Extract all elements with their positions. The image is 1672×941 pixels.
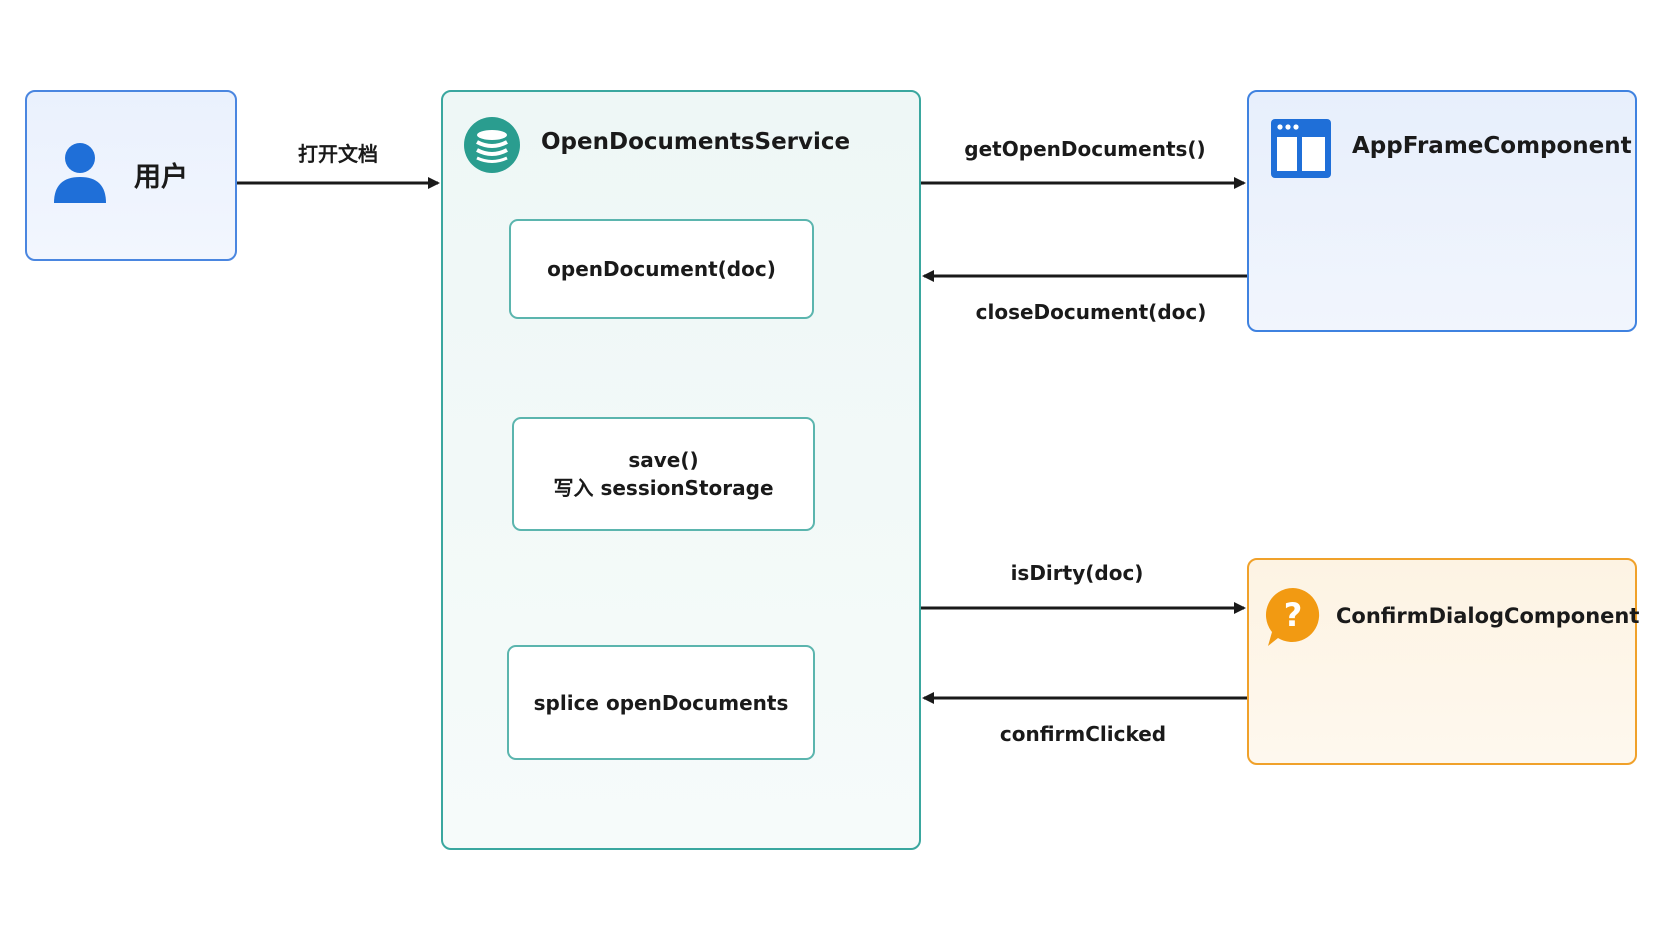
service-title: OpenDocumentsService (541, 129, 851, 155)
user-label: 用户 (134, 162, 188, 193)
user-icon (54, 143, 106, 203)
question-bubble-icon: ? (1265, 588, 1320, 646)
edge-label-is-dirty: isDirty(doc) (1010, 561, 1144, 585)
edge-label-get-open-documents: getOpenDocuments() (964, 137, 1206, 161)
method-open-document[interactable]: openDocument(doc) (509, 219, 814, 319)
edge-label-open-document-cn: 打开文档 (298, 142, 378, 166)
user-node[interactable] (25, 90, 237, 261)
database-icon (464, 117, 520, 173)
edge-label-close-document: closeDocument(doc) (975, 300, 1207, 324)
method-open-document-label: openDocument(doc) (547, 257, 776, 281)
method-save-label: save() (628, 448, 699, 472)
method-save-description: 写入 sessionStorage (553, 476, 774, 500)
appframe-title: AppFrameComponent (1352, 133, 1632, 159)
method-splice[interactable]: splice openDocuments (507, 645, 815, 760)
confirm-title: ConfirmDialogComponent (1336, 604, 1640, 628)
svg-text:?: ? (1284, 596, 1303, 634)
confirm-dialog-component-node[interactable] (1247, 558, 1637, 765)
window-layout-icon (1271, 119, 1331, 178)
method-save[interactable]: save() 写入 sessionStorage (512, 417, 815, 531)
edge-label-confirm-clicked: confirmClicked (999, 722, 1167, 746)
method-splice-label: splice openDocuments (533, 690, 789, 715)
